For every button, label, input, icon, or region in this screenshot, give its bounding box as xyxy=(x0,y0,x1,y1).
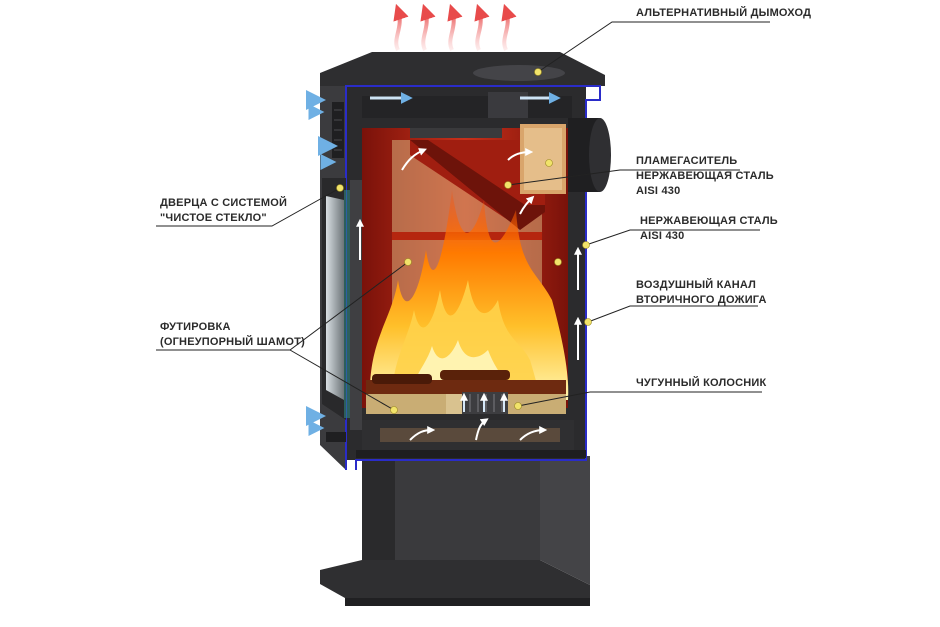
leader-flame-damper xyxy=(507,169,740,186)
internal-airflow-arrows xyxy=(356,148,582,441)
leader-grate xyxy=(517,391,762,407)
label-alternative-chimney: АЛЬТЕРНАТИВНЫЙ ДЫМОХОД xyxy=(636,7,812,19)
leader-lining-2 xyxy=(289,349,395,411)
hot-air-arrows xyxy=(393,3,517,51)
fuel-bed xyxy=(366,370,566,414)
label-flame-damper: ПЛАМЕГАСИТЕЛЬ НЕРЖАВЕЮЩАЯ СТАЛЬ AISI 430 xyxy=(636,155,774,197)
label-door-clean-glass: ДВЕРЦА С СИСТЕМОЙ "ЧИСТОЕ СТЕКЛО" xyxy=(160,197,288,224)
label-secondary-air-channel: ВОЗДУШНЫЙ КАНАЛ ВТОРИЧНОГО ДОЖИГА xyxy=(636,279,767,306)
callout-leaders xyxy=(156,21,770,411)
label-lining-chamotte: ФУТИРОВКА (ОГНЕУПОРНЫЙ ШАМОТ) xyxy=(160,321,305,348)
label-cast-iron-grate: ЧУГУННЫЙ КОЛОСНИК xyxy=(636,377,767,389)
ash-pan xyxy=(356,420,586,458)
leader-chimney xyxy=(537,21,770,73)
leader-air-channel xyxy=(587,305,758,323)
callout-dots xyxy=(336,68,592,414)
stove-stand xyxy=(320,456,590,606)
chimney-outlet xyxy=(488,92,528,118)
rear-chimney-pipe xyxy=(568,118,611,192)
leader-steel xyxy=(585,229,760,246)
leader-door xyxy=(156,187,341,227)
door-glass xyxy=(322,178,362,430)
label-stainless-steel: НЕРЖАВЕЮЩАЯ СТАЛЬ AISI 430 xyxy=(640,215,778,242)
air-inflow-arrows xyxy=(262,90,561,436)
